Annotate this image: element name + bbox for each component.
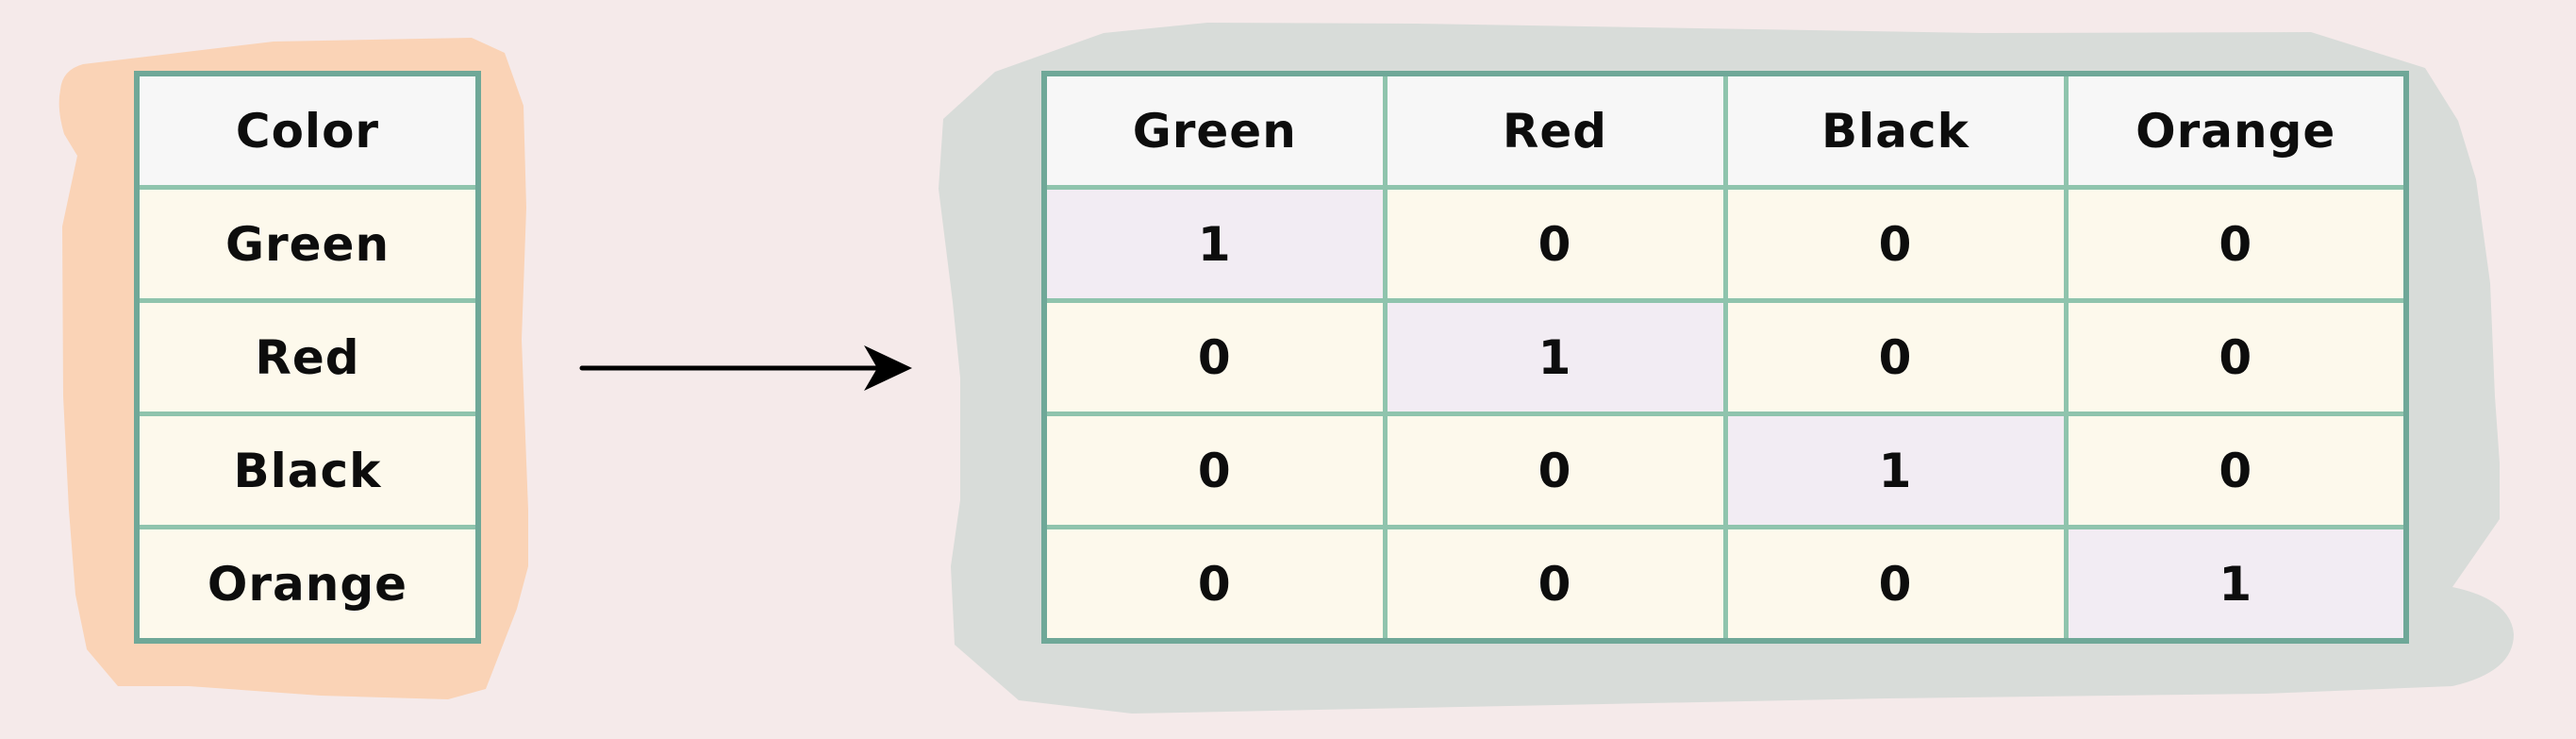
- arrow-right-icon: [579, 345, 912, 391]
- table-cell: 0: [1382, 185, 1728, 303]
- table-header-row: Color: [134, 71, 481, 190]
- input-color-table: Color Green Red Black Orange: [134, 71, 481, 644]
- table-row: Green: [134, 185, 481, 303]
- column-header: Color: [134, 71, 481, 190]
- table-cell: 1: [1041, 185, 1388, 303]
- table-row: 0 0 1 0: [1041, 411, 2409, 529]
- table-cell: 1: [1722, 411, 2069, 529]
- table-cell: 0: [1041, 411, 1388, 529]
- table-cell: Red: [134, 298, 481, 416]
- table-cell: 0: [1041, 298, 1388, 416]
- column-header: Red: [1382, 71, 1728, 190]
- table-cell: 0: [2063, 185, 2409, 303]
- table-cell: Orange: [134, 525, 481, 644]
- table-cell: Black: [134, 411, 481, 529]
- table-cell: 0: [1722, 185, 2069, 303]
- column-header: Black: [1722, 71, 2069, 190]
- table-row: 1 0 0 0: [1041, 185, 2409, 303]
- table-cell: 0: [1722, 298, 2069, 416]
- table-cell: 0: [1041, 525, 1388, 644]
- table-header-row: Green Red Black Orange: [1041, 71, 2409, 190]
- table-cell: 1: [1382, 298, 1728, 416]
- table-cell: 0: [1382, 411, 1728, 529]
- table-cell: 0: [2063, 298, 2409, 416]
- one-hot-encoded-table: Green Red Black Orange 1 0 0 0 0 1 0 0 0…: [1041, 71, 2409, 644]
- column-header: Green: [1041, 71, 1388, 190]
- table-cell: 0: [1722, 525, 2069, 644]
- table-cell: 1: [2063, 525, 2409, 644]
- table-cell: Green: [134, 185, 481, 303]
- table-row: Red: [134, 298, 481, 416]
- table-row: 0 1 0 0: [1041, 298, 2409, 416]
- table-cell: 0: [1382, 525, 1728, 644]
- column-header: Orange: [2063, 71, 2409, 190]
- table-cell: 0: [2063, 411, 2409, 529]
- table-row: Black: [134, 411, 481, 529]
- table-row: Orange: [134, 525, 481, 644]
- table-row: 0 0 0 1: [1041, 525, 2409, 644]
